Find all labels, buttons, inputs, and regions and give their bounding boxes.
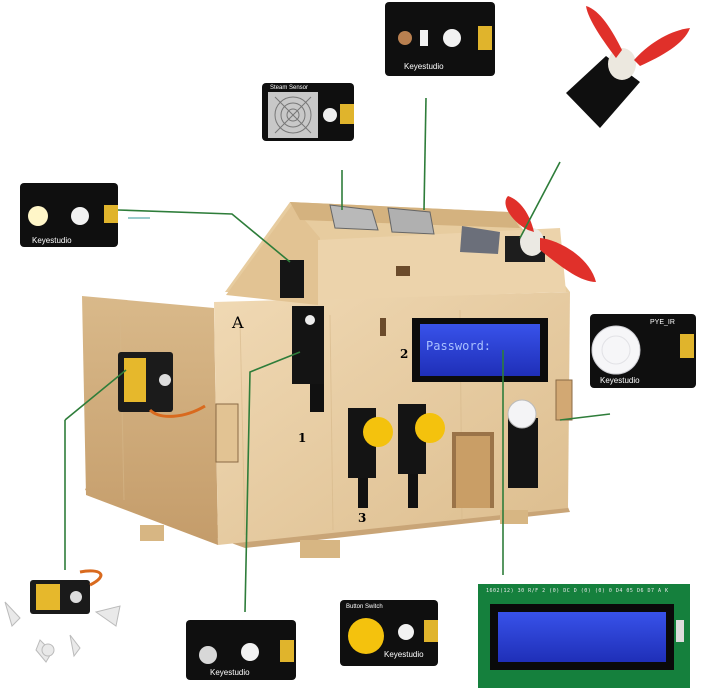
roof-sensors [280,204,545,298]
steam-sensor-label: Steam Sensor [270,85,309,91]
house-mark-2: 2 [400,347,408,361]
led2-brand-label: Keyestudio [210,668,250,677]
roof-fan [505,196,596,282]
fan-module-board [566,6,690,128]
button-brand-label: Keyestudio [384,650,424,659]
pir-label: PYE_IR [650,319,675,326]
connector-lines [64,97,611,613]
house-lcd-display [412,318,548,382]
house-mark-3: 3 [358,511,366,525]
button-switch-board [340,600,438,666]
house-mark-1: 1 [298,431,306,445]
photocell-sensor-board [385,2,495,76]
house-pir-sensor [507,399,538,488]
photocell-brand-label: Keyestudio [404,62,444,71]
lcd-module-pin-text: 1602(12) 30 R/F 2 (0) DC D (0) (0) 0 D4 … [486,588,669,594]
house-lcd-text: Password: [426,339,491,353]
servo-accessories [4,569,121,663]
house-led-module [292,306,324,412]
led-module-board-2 [186,620,296,680]
pir-sensor-board [590,314,696,388]
house-left-wall [82,296,218,545]
lcd1602-module [478,584,690,688]
led-module-board [20,183,150,247]
house-letter-A: A [231,313,244,332]
pir-brand-label: Keyestudio [600,376,640,385]
button-switch-label: Button Switch [346,604,383,610]
servo-motor-on-house [118,352,206,418]
led-brand-label: Keyestudio [32,236,72,245]
house-button-modules [348,404,445,508]
steam-sensor-board [262,83,354,141]
